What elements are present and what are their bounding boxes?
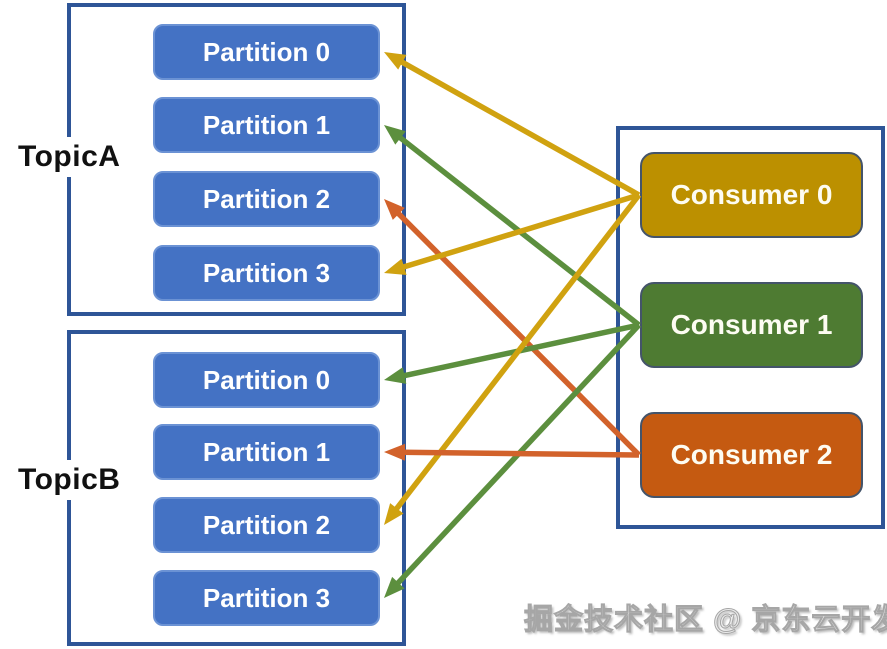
topicB-label: TopicB bbox=[12, 460, 127, 500]
consumer-2: Consumer 2 bbox=[640, 412, 863, 498]
partition-label: Partition 2 bbox=[202, 183, 331, 214]
consumer-label: Consumer 2 bbox=[670, 439, 833, 470]
topicB-partition-0: Partition 0 bbox=[153, 352, 380, 408]
topicA-partition-2: Partition 2 bbox=[153, 171, 380, 227]
topicA-partition-3: Partition 3 bbox=[153, 245, 380, 301]
topicB-partition-1: Partition 1 bbox=[153, 424, 380, 480]
arrow-line-green bbox=[395, 133, 641, 328]
consumer-group-box: Consumer 0 Consumer 1 Consumer 2 bbox=[616, 126, 885, 529]
arrow-line-gold bbox=[392, 193, 642, 514]
topicB-box: Partition 0 Partition 1 Partition 2 Part… bbox=[67, 330, 406, 646]
topicA-partition-0: Partition 0 bbox=[153, 24, 380, 80]
partition-label: Partition 0 bbox=[202, 36, 331, 67]
consumer-label: Consumer 1 bbox=[670, 309, 833, 340]
arrow-line-green bbox=[393, 323, 642, 588]
arrow-line-gold bbox=[399, 192, 640, 271]
partition-label: Partition 1 bbox=[202, 109, 331, 140]
arrow-line-gold bbox=[397, 57, 641, 198]
partition-label: Partition 1 bbox=[202, 436, 331, 467]
watermark-text: 掘金技术社区 @ 京东云开发者 bbox=[523, 604, 887, 637]
consumer-0: Consumer 0 bbox=[640, 152, 863, 238]
arrow-line-orange bbox=[400, 449, 640, 458]
topicA-label: TopicA bbox=[12, 137, 127, 177]
topicB-partition-2: Partition 2 bbox=[153, 497, 380, 553]
topicA-partition-1: Partition 1 bbox=[153, 97, 380, 153]
partition-label: Partition 3 bbox=[202, 582, 331, 613]
consumer-label: Consumer 0 bbox=[670, 179, 833, 210]
topicB-partition-3: Partition 3 bbox=[153, 570, 380, 626]
consumer-1: Consumer 1 bbox=[640, 282, 863, 368]
partition-label: Partition 2 bbox=[202, 509, 331, 540]
partition-label: Partition 0 bbox=[202, 364, 331, 395]
arrow-line-orange bbox=[394, 209, 641, 457]
topicA-box: Partition 0 Partition 1 Partition 2 Part… bbox=[67, 3, 406, 316]
arrow-line-green bbox=[400, 322, 640, 380]
partition-label: Partition 3 bbox=[202, 257, 331, 288]
